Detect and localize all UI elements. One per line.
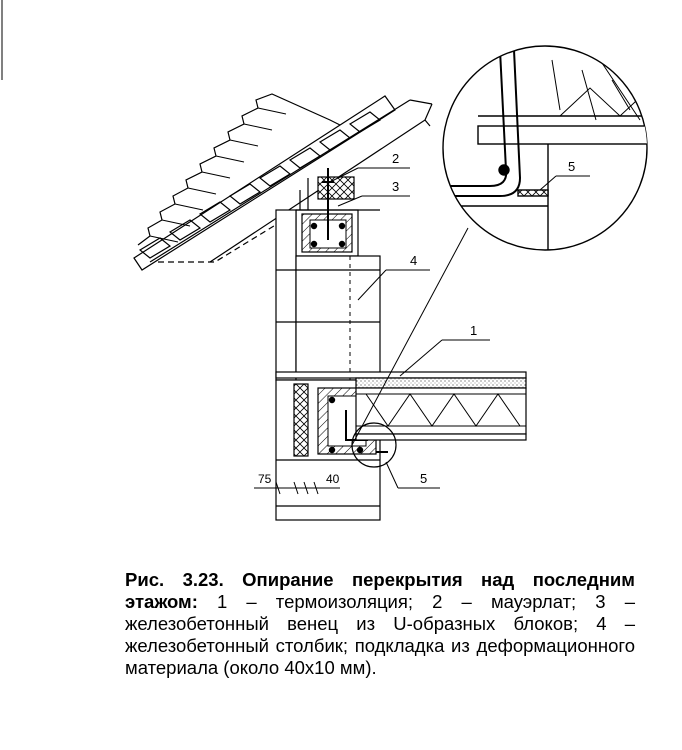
callout-5-main: 5 — [420, 471, 427, 486]
callout-1: 1 — [470, 323, 477, 338]
dimension-75: 75 — [258, 472, 272, 486]
callouts — [329, 167, 590, 489]
caption-title: Рис. 3.23. Опирание перекрытия над после… — [125, 569, 635, 612]
callout-4: 4 — [410, 253, 417, 268]
callout-2: 2 — [392, 151, 399, 166]
dimension-line — [254, 481, 340, 495]
dimension-40: 40 — [326, 472, 340, 486]
wall — [275, 168, 381, 521]
detail-zoom — [442, 45, 648, 251]
callout-5-detail: 5 — [568, 159, 575, 174]
caption-text: 1 – термоизоляция; 2 – мауэрлат; 3 – жел… — [125, 591, 635, 678]
callout-3: 3 — [392, 179, 399, 194]
figure-caption: Рис. 3.23. Опирание перекрытия над после… — [125, 569, 635, 679]
